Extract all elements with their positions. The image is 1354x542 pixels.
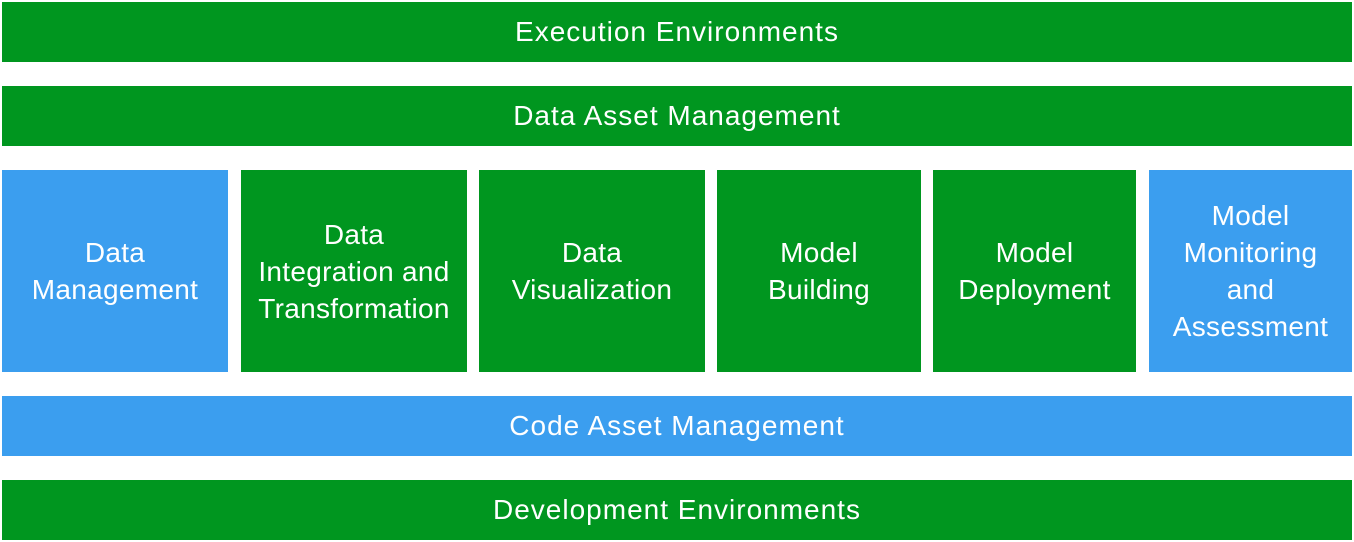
data-management-tile: Data Management: [2, 170, 228, 372]
data-asset-management-bar: Data Asset Management: [2, 86, 1352, 146]
execution-environments-bar: Execution Environments: [2, 2, 1352, 62]
model-building-tile: Model Building: [717, 170, 921, 372]
development-environments-bar: Development Environments: [2, 480, 1352, 540]
code-asset-management-bar: Code Asset Management: [2, 396, 1352, 456]
model-monitoring-assessment-tile: Model Monitoring and Assessment: [1149, 170, 1352, 372]
model-deployment-tile: Model Deployment: [933, 170, 1136, 372]
data-integration-transformation-tile: Data Integration and Transformation: [241, 170, 467, 372]
data-visualization-tile: Data Visualization: [479, 170, 705, 372]
